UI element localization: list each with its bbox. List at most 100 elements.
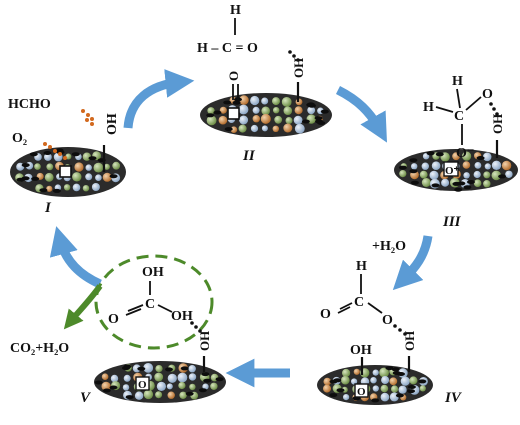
catalyst-surface-II <box>200 93 332 137</box>
stage-numeral-V: V <box>80 390 92 406</box>
catalyst-edge-atom <box>467 180 475 184</box>
catalyst-atom <box>307 106 316 115</box>
catalyst-atom <box>95 174 102 181</box>
hbond-dots-IV <box>393 324 407 336</box>
catalyst-edge-atom <box>336 388 345 393</box>
catalyst-edge-atom <box>371 398 380 403</box>
hceo-II: H – C = O <box>197 41 258 56</box>
catalyst-edge-atom <box>418 379 427 384</box>
catalyst-atom <box>155 365 163 373</box>
catalyst-atom <box>294 106 303 115</box>
catalyst-edge-atom <box>198 388 207 393</box>
catalyst-atom <box>44 172 54 182</box>
catalyst-edge-atom <box>180 366 189 371</box>
cycle-arrow-II-to-III <box>335 85 387 143</box>
catalyst-atom <box>293 115 303 125</box>
catalyst-atom <box>462 161 471 169</box>
catalyst-atom <box>156 381 166 391</box>
oh-label-II: OH <box>291 58 306 78</box>
catalyst-atom <box>411 163 418 170</box>
catalyst-edge-atom <box>410 180 419 185</box>
catalyst-edge-atom <box>385 366 394 371</box>
catalyst-edge-atom <box>306 102 315 107</box>
catalyst-edge-atom <box>457 181 466 186</box>
o2-dots <box>43 142 67 160</box>
catalyst-atom <box>154 372 164 382</box>
catalyst-atom <box>380 392 390 402</box>
vacancy-square-icon <box>443 161 459 177</box>
catalyst-edge-atom <box>203 378 212 383</box>
catalyst-edge-atom <box>435 152 444 157</box>
catalyst-atom <box>294 123 305 134</box>
catalyst-atom <box>351 378 358 385</box>
catalyst-atom <box>206 115 217 126</box>
catalyst-atom <box>421 178 431 187</box>
catalyst-atom <box>379 367 389 378</box>
catalyst-edge-atom <box>329 393 338 398</box>
catalyst-atom <box>239 115 249 125</box>
catalyst-edge-atom <box>201 372 210 377</box>
stage-numeral-I: I <box>44 200 52 216</box>
catalyst-edge-atom <box>29 152 38 157</box>
catalyst-atom <box>166 383 173 390</box>
catalyst-atom <box>463 172 470 179</box>
h-top-III: H <box>452 74 463 89</box>
dashed-circle <box>94 254 214 350</box>
catalyst-atom <box>281 97 292 107</box>
catalyst-edge-atom <box>215 377 224 382</box>
catalyst-atom <box>252 106 260 114</box>
catalyst-atom <box>112 161 121 170</box>
o-square-IV: O <box>357 386 366 398</box>
catalyst-atom <box>409 376 418 385</box>
catalyst-atom <box>143 363 154 373</box>
c-III: C <box>454 109 464 124</box>
catalyst-atom <box>188 373 197 381</box>
catalyst-atom <box>441 178 450 187</box>
catalyst-surface-V <box>94 361 226 403</box>
catalyst-atom <box>210 382 218 390</box>
catalyst-atom <box>419 170 428 179</box>
catalyst-atom <box>473 179 482 187</box>
catalyst-atom <box>353 368 360 375</box>
catalyst-atom <box>272 125 279 132</box>
catalyst-atom <box>283 106 293 115</box>
catalyst-atom <box>272 97 280 106</box>
vacancy-square-icon <box>227 107 240 120</box>
catalyst-atom <box>189 383 196 391</box>
catalyst-atom <box>91 183 100 191</box>
catalyst-atom <box>143 389 154 400</box>
catalyst-atom <box>372 385 379 392</box>
catalyst-atom <box>178 381 186 390</box>
catalyst-atom <box>46 185 53 192</box>
oh-top-V: OH <box>142 265 164 280</box>
catalyst-atom <box>283 123 293 133</box>
stage-numeral-III: III <box>442 214 462 230</box>
catalyst-atom <box>63 184 71 191</box>
vacancy-square-icon <box>59 165 72 178</box>
stage-numeral-II: II <box>242 148 256 164</box>
cycle-arrow-III-to-IV <box>392 235 433 291</box>
hbond-dots-III <box>489 102 499 116</box>
catalyst-atom <box>482 152 492 162</box>
catalyst-edge-atom <box>43 151 52 155</box>
catalyst-atom <box>132 364 141 373</box>
catalyst-atom <box>431 161 441 170</box>
oh-right-V: OH <box>171 309 193 324</box>
catalyst-edge-atom <box>398 165 407 170</box>
catalyst-atom <box>505 170 513 178</box>
catalyst-atom <box>34 163 41 170</box>
products-label: CO₂+H₂O <box>10 341 69 356</box>
catalyst-edge-atom <box>213 110 222 115</box>
catalyst-edge-atom <box>94 380 103 385</box>
catalyst-atom <box>341 375 350 385</box>
catalyst-edge-atom <box>426 151 435 156</box>
oh-label-III: OH <box>490 114 505 134</box>
catalyst-atom <box>484 163 491 170</box>
catalyst-atom <box>179 391 187 399</box>
catalyst-atom <box>419 385 426 392</box>
catalyst-atom <box>491 170 502 181</box>
catalyst-atom <box>238 104 249 115</box>
oh-surface-V: OH <box>197 331 212 351</box>
catalyst-atom <box>103 163 110 170</box>
catalyst-atom <box>400 376 410 386</box>
